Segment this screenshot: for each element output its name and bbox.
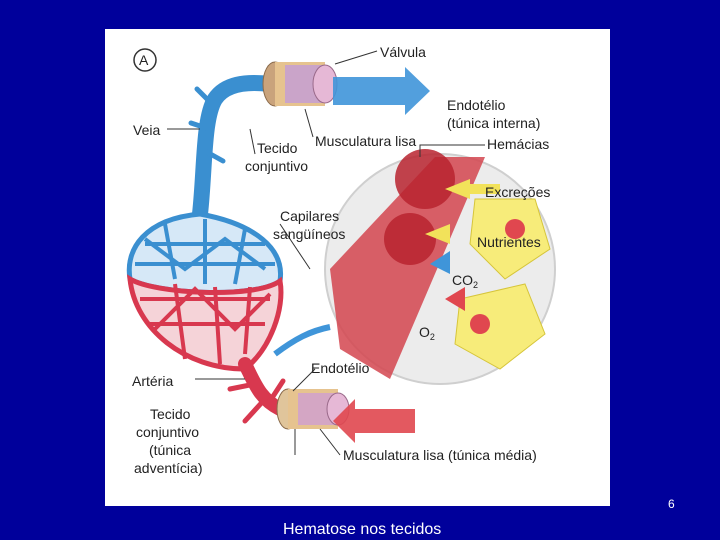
label-co2: CO2: [452, 272, 478, 293]
label-tunica-interna: (túnica interna): [447, 115, 540, 131]
label-tecido-adv-2: conjuntivo: [136, 424, 199, 440]
label-endotelio-bottom: Endotélio: [311, 360, 369, 376]
label-sanguineos: sangüíneos: [273, 226, 345, 242]
label-endotelio-top: Endotélio: [447, 97, 505, 113]
label-conjuntivo: conjuntivo: [245, 158, 308, 174]
label-valvula: Válvula: [380, 44, 426, 60]
capillary-bed-red: [130, 279, 281, 369]
label-hemacias: Hemácias: [487, 136, 549, 152]
zoom-pointer-arrow: [275, 327, 330, 354]
label-musculatura-media: Musculatura lisa (túnica média): [343, 447, 537, 463]
label-veia: Veia: [133, 122, 160, 138]
label-nutrientes: Nutrientes: [477, 234, 541, 250]
vein-cross-section: [263, 62, 337, 106]
diagram-panel: A Válvula Endotélio (túnica interna) Vei…: [105, 29, 610, 506]
label-tecido-adv-1: Tecido: [150, 406, 190, 422]
label-tecido-adv-4: adventícia): [134, 460, 202, 476]
label-musculatura-lisa: Musculatura lisa: [315, 133, 416, 149]
label-o2: O2: [419, 324, 435, 345]
panel-letter: A: [139, 52, 148, 68]
label-tecido-adv-3: (túnica: [149, 442, 191, 458]
vein-outflow-arrow: [333, 67, 430, 115]
capillary-bed-blue: [129, 214, 280, 293]
slide-number: 6: [668, 497, 675, 511]
slide-caption: Hematose nos tecidos: [283, 521, 441, 539]
label-arteria: Artéria: [132, 373, 173, 389]
label-excrecoes: Excreções: [485, 184, 550, 200]
label-capilares: Capilares: [280, 208, 339, 224]
label-tecido: Tecido: [257, 140, 297, 156]
